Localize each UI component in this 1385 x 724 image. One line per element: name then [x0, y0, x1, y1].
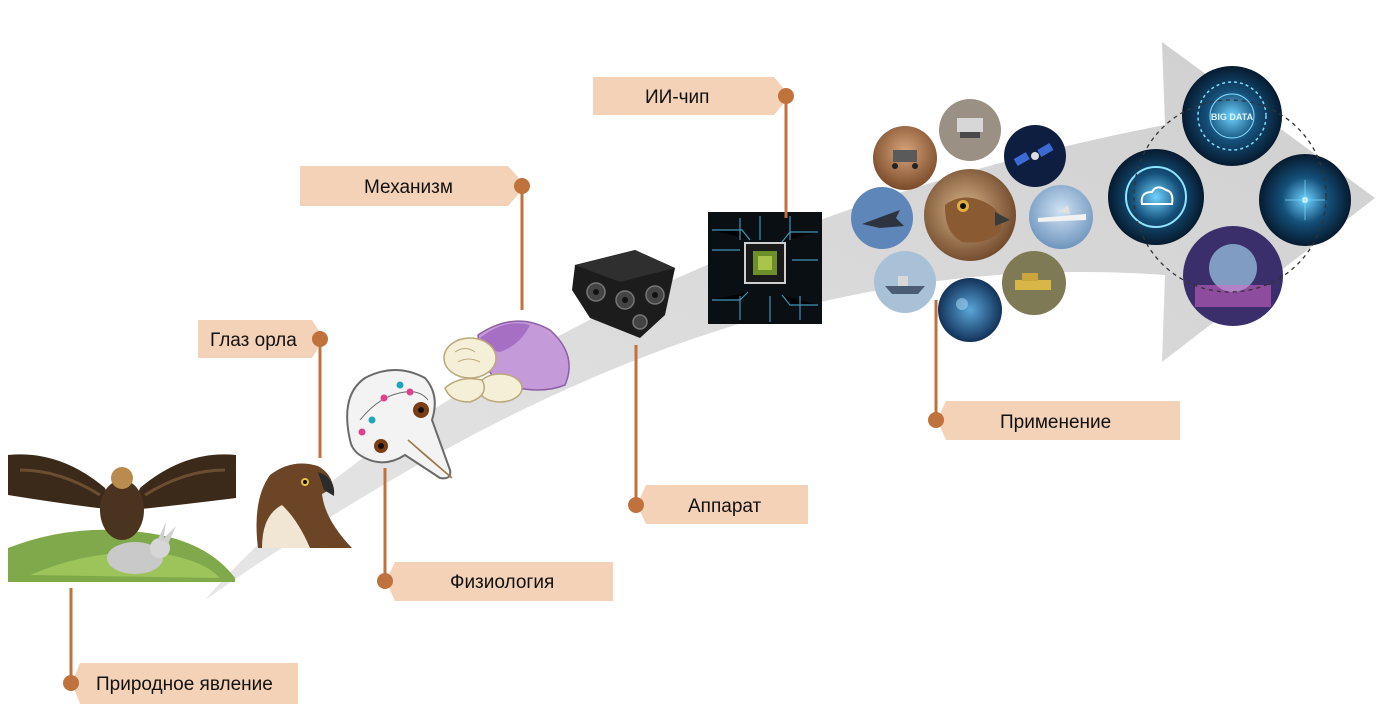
label-eagle-eye-text: Глаз орла [210, 330, 297, 351]
label-physiology-text: Физиология [450, 572, 554, 593]
progress-arrow [205, 42, 1375, 600]
ai-chip-image [708, 212, 822, 324]
label-mechanism-text: Механизм [364, 177, 453, 198]
label-mechanism: Механизм [300, 166, 530, 206]
application-cluster: BIG DATA [851, 66, 1351, 342]
cloud-tech-image [1108, 149, 1204, 245]
label-nature: Природное явление [63, 663, 298, 704]
label-apparatus: Аппарат [628, 485, 808, 524]
big-data-image [1182, 66, 1282, 166]
label-ai-chip: ИИ-чип [593, 77, 794, 115]
label-eagle-eye: Глаз орла [198, 320, 328, 358]
label-apparatus-text: Аппарат [688, 496, 762, 517]
label-nature-text: Природное явление [96, 674, 273, 695]
label-application: Применение [928, 401, 1180, 440]
deep-sea-image [938, 278, 1002, 342]
eagle-head-image [256, 463, 352, 548]
bionic-device-image [572, 250, 675, 338]
label-ai-chip-text: ИИ-чип [645, 87, 709, 108]
label-application-text: Применение [1000, 412, 1111, 433]
bird-brain-image [443, 320, 570, 403]
big-data-text: BIG DATA [1211, 112, 1254, 122]
tech-ring [1133, 99, 1327, 293]
connectors [69, 96, 938, 683]
eagle-hunting-rabbit-image [8, 454, 236, 582]
label-physiology: Физиология [377, 562, 613, 601]
bird-skull-image [346, 369, 453, 480]
